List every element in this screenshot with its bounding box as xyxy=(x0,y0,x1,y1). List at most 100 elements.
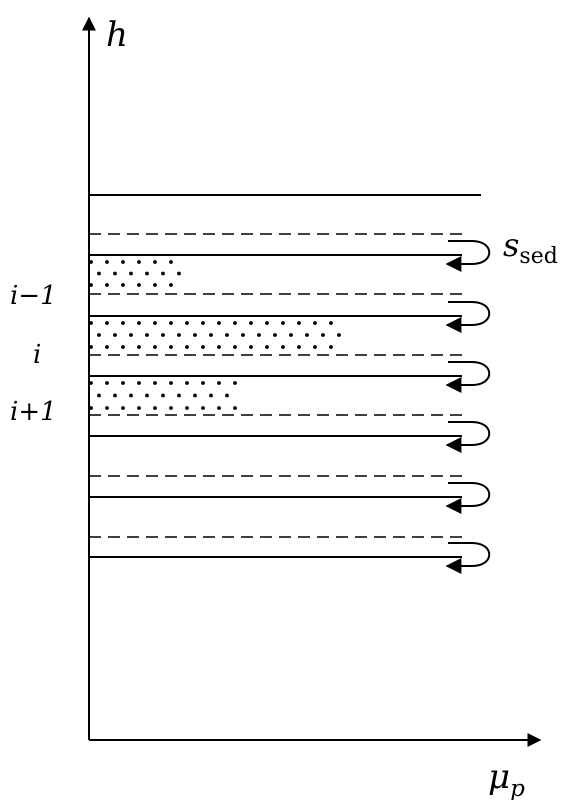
dot xyxy=(185,406,189,410)
sedimentation-loops xyxy=(445,240,491,574)
dot xyxy=(169,406,173,410)
dot xyxy=(97,393,101,398)
dot xyxy=(225,393,229,398)
dot xyxy=(129,333,133,337)
x-axis-label-sub: p xyxy=(510,776,525,800)
dot xyxy=(137,321,141,325)
dot xyxy=(121,260,125,264)
dot xyxy=(153,345,157,349)
dot xyxy=(89,381,93,385)
dot xyxy=(97,333,101,337)
dot xyxy=(153,381,157,385)
dot xyxy=(217,345,221,349)
dot xyxy=(217,381,221,385)
dot xyxy=(89,345,93,349)
dot xyxy=(217,321,221,325)
dot xyxy=(161,333,165,337)
dot xyxy=(105,260,109,264)
dot xyxy=(169,345,173,349)
dot xyxy=(249,345,253,349)
dot xyxy=(241,333,245,337)
particle-dots xyxy=(89,260,341,410)
dot xyxy=(137,381,141,385)
dot xyxy=(193,393,197,398)
s-sed-label: ssed xyxy=(503,226,558,269)
dot xyxy=(185,321,189,325)
dot xyxy=(105,283,109,287)
dot xyxy=(233,381,237,385)
loop-arrow-1 xyxy=(445,240,491,272)
dot xyxy=(297,345,301,349)
dot xyxy=(89,321,93,325)
x-axis-label-base: μ xyxy=(488,757,510,797)
dot xyxy=(129,271,133,276)
dot xyxy=(113,333,117,337)
dot xyxy=(177,393,181,398)
dot xyxy=(257,333,261,337)
s-sed-label-base: s xyxy=(503,226,519,264)
dot xyxy=(169,321,173,325)
dot xyxy=(177,271,181,276)
layer-label-next: i+1 xyxy=(10,397,57,427)
dot xyxy=(113,393,117,398)
loop-arrow-3 xyxy=(445,361,491,393)
loop-arrow-6 xyxy=(445,542,491,574)
dot xyxy=(169,381,173,385)
dot xyxy=(121,406,125,410)
dot xyxy=(169,260,173,264)
dot xyxy=(153,321,157,325)
dot xyxy=(305,333,309,337)
dot xyxy=(233,406,237,410)
dot xyxy=(217,406,221,410)
layer-label-curr: i xyxy=(33,340,41,370)
dot xyxy=(129,393,133,398)
loop-arrow-4 xyxy=(445,421,491,453)
dot xyxy=(185,345,189,349)
dot xyxy=(105,381,109,385)
dot xyxy=(89,406,93,410)
dot xyxy=(233,321,237,325)
dot xyxy=(145,333,149,337)
layer-lines xyxy=(89,233,462,558)
dot xyxy=(137,260,141,264)
layer-label-prev: i−1 xyxy=(10,281,57,311)
dot xyxy=(105,406,109,410)
dot xyxy=(113,271,117,276)
dot xyxy=(313,321,317,325)
y-axis-label: h xyxy=(106,15,128,55)
dot xyxy=(121,283,125,287)
dot xyxy=(201,345,205,349)
dot xyxy=(289,333,293,337)
dot xyxy=(121,321,125,325)
dot xyxy=(153,283,157,287)
dot xyxy=(137,283,141,287)
dot xyxy=(145,271,149,276)
loop-arrow-2 xyxy=(445,301,491,333)
dot xyxy=(97,271,101,276)
dot xyxy=(329,321,333,325)
dot xyxy=(233,345,237,349)
x-axis-label: μp xyxy=(488,757,525,800)
dot xyxy=(137,406,141,410)
dot xyxy=(225,333,229,337)
dot xyxy=(201,321,205,325)
s-sed-label-sub: sed xyxy=(519,244,557,269)
dot xyxy=(281,345,285,349)
dot xyxy=(281,321,285,325)
dot xyxy=(121,381,125,385)
dot xyxy=(265,345,269,349)
loop-arrow-5 xyxy=(445,482,491,514)
dot xyxy=(161,271,165,276)
dot xyxy=(89,260,93,264)
dot xyxy=(249,321,253,325)
dot xyxy=(89,283,93,287)
dot xyxy=(209,333,213,337)
dot xyxy=(145,393,149,398)
dot xyxy=(193,333,197,337)
dot xyxy=(201,381,205,385)
dot xyxy=(153,260,157,264)
dot xyxy=(153,406,157,410)
dot xyxy=(321,333,325,337)
dot xyxy=(337,333,341,337)
dot xyxy=(297,321,301,325)
